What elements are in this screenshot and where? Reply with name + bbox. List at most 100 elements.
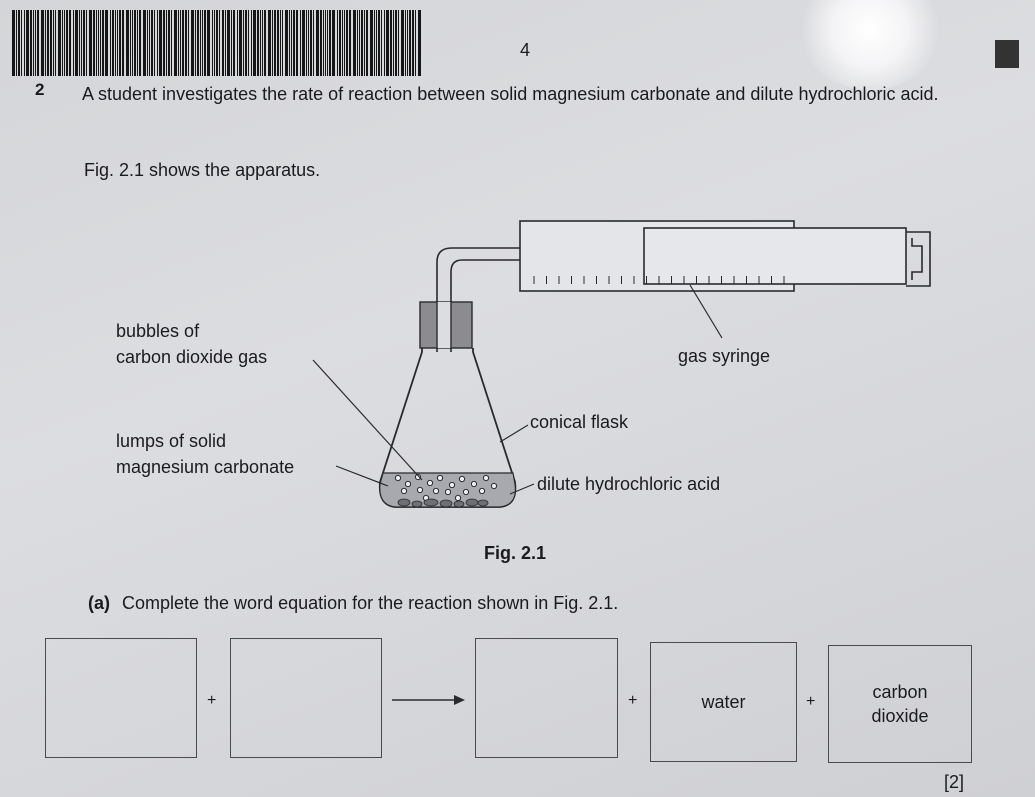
gas-bubble — [436, 474, 444, 482]
equation-box-reactant-2[interactable] — [230, 638, 382, 758]
barcode-bar — [168, 10, 170, 76]
barcode-bar — [182, 10, 184, 76]
barcode-bar — [237, 10, 238, 76]
barcode-bar — [50, 10, 52, 76]
solid-lump — [477, 499, 489, 507]
barcode-bar — [415, 10, 416, 76]
barcode-bar — [398, 10, 399, 76]
barcode-bar — [83, 10, 85, 76]
barcode-bar — [204, 10, 206, 76]
barcode-bar — [122, 10, 124, 76]
barcode-bar — [200, 10, 201, 76]
figure-caption: Fig. 2.1 — [484, 543, 547, 563]
rubber-bung — [419, 301, 473, 349]
barcode-bar — [282, 10, 283, 76]
barcode-bar — [119, 10, 121, 76]
flask-leader-line — [499, 424, 529, 443]
barcode-bar — [178, 10, 179, 76]
barcode-bar — [257, 10, 259, 76]
barcode-bar — [18, 10, 20, 76]
barcode-bar — [191, 10, 194, 76]
barcode-bar — [332, 10, 335, 76]
barcode-bar — [222, 10, 224, 76]
barcode-bar — [393, 10, 394, 76]
barcode-bar — [233, 10, 235, 76]
magnesium-carbonate-lumps — [397, 498, 489, 508]
barcode-bar — [102, 10, 104, 76]
barcode-bar — [139, 10, 141, 76]
barcode-bar — [260, 10, 261, 76]
barcode-bar — [166, 10, 167, 76]
equation-box-water: water — [650, 642, 797, 762]
barcode-bar — [212, 10, 213, 76]
label-dilute-acid: dilute hydrochloric acid — [537, 474, 721, 494]
equation-box-reactant-1[interactable] — [45, 638, 197, 758]
barcode-bar — [329, 10, 331, 76]
barcode-bar — [268, 10, 271, 76]
barcode-bar — [24, 10, 25, 76]
barcode-bar — [374, 10, 375, 76]
label-gas-syringe: gas syringe — [678, 346, 771, 366]
gas-bubble — [416, 486, 424, 494]
equation-box-product-1[interactable] — [475, 638, 618, 758]
apparatus-diagram — [312, 220, 931, 508]
barcode-bar — [364, 10, 365, 76]
gas-bubble — [404, 480, 412, 488]
barcode-bar — [346, 10, 348, 76]
barcode-bar — [349, 10, 351, 76]
barcode-bar — [21, 10, 22, 76]
solid-lump — [411, 500, 423, 508]
barcode-bar — [253, 10, 256, 76]
gas-bubble — [394, 474, 402, 482]
barcode-bar — [216, 10, 218, 76]
barcode-bar — [47, 10, 49, 76]
barcode-bar — [219, 10, 220, 76]
delivery-tube — [436, 247, 520, 352]
barcode-bar — [248, 10, 249, 76]
barcode-bar — [110, 10, 111, 76]
barcode-bar — [407, 10, 408, 76]
barcode-bar — [376, 10, 377, 76]
barcode-bar — [98, 10, 99, 76]
barcode-bar — [313, 10, 314, 76]
gas-bubble — [458, 475, 466, 483]
barcode-bar — [154, 10, 155, 76]
barcode-bar — [33, 10, 34, 76]
barcode-bar — [117, 10, 118, 76]
barcode-bar — [325, 10, 326, 76]
barcode-bar — [163, 10, 165, 76]
reaction-arrow-icon — [392, 695, 465, 705]
barcode-bar — [306, 10, 307, 76]
barcode-bar — [344, 10, 345, 76]
barcode-bar — [81, 10, 82, 76]
label-conical-flask: conical flask — [530, 412, 629, 432]
gas-bubble — [426, 479, 434, 487]
barcode-bar — [243, 10, 244, 76]
barcode-bar — [302, 10, 305, 76]
barcode-bar — [418, 10, 421, 76]
page-number: 4 — [520, 40, 531, 60]
barcode-bar — [262, 10, 263, 76]
label-lumps: lumps of solid magnesium carbonate — [116, 431, 295, 477]
barcode-bar — [359, 10, 360, 76]
barcode-bar — [185, 10, 187, 76]
barcode-bar — [45, 10, 46, 76]
label-bubbles: bubbles of carbon dioxide gas — [116, 321, 268, 367]
barcode-bar — [93, 10, 95, 76]
gas-bubble — [448, 481, 456, 489]
equation-plus-3: + — [806, 693, 816, 710]
gas-bubble — [432, 487, 440, 495]
barcode-bar — [126, 10, 129, 76]
barcode-bar — [188, 10, 189, 76]
barcode-bar — [274, 10, 276, 76]
barcode-bar — [147, 10, 148, 76]
barcode-bar — [378, 10, 380, 76]
barcode-bar — [293, 10, 295, 76]
barcode-bar — [409, 10, 411, 76]
barcode-bar — [143, 10, 146, 76]
barcode-bar — [280, 10, 281, 76]
barcode-bar — [323, 10, 324, 76]
part-a-instruction: (a)Complete the word equation for the re… — [88, 593, 619, 613]
barcode-bar — [386, 10, 389, 76]
barcode-bar — [357, 10, 358, 76]
